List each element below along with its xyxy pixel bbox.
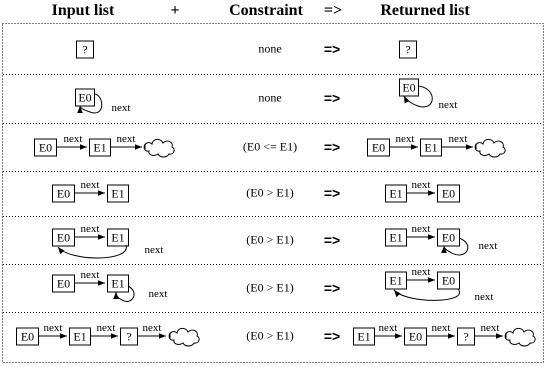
next-label: next [412,266,431,278]
row-4-input-e0-node-label: E0 [57,187,70,201]
row-7-implies: => [323,328,341,344]
row-3-constraint: (E0 <= E1) [242,139,298,154]
row-4-output-e0-node-label: E0 [442,187,455,201]
next-label: next [475,291,494,303]
row-2-input-self-arrow [77,93,103,114]
row-4-input-e1-node-label: E1 [111,187,124,201]
row-3-output-e1-node-label: E1 [424,141,437,155]
row-3-input-cloud [143,138,175,158]
header-plus: + [170,2,180,19]
next-label: next [81,179,100,191]
next-label: next [481,322,500,334]
row-6-output-back-arrow [393,288,460,301]
row-7-input-cloud [168,327,200,347]
next-label: next [81,223,100,235]
next-label: next [97,322,116,334]
next-label: next [112,102,131,114]
next-label: next [412,223,431,235]
next-label: next [117,133,136,145]
row-6-input-e0-node-label: E0 [57,277,70,291]
row-1-constraint: none [258,41,282,56]
next-label: next [479,240,498,252]
row-7-output-cloud [504,327,536,347]
next-label: next [149,288,168,300]
next-label: next [81,269,100,281]
table-frame [2,23,544,363]
row-3-input-e1-node-label: E1 [93,141,106,155]
row-6-input-e1-node-label: E1 [111,277,124,291]
row-6-implies: => [323,280,341,296]
next-label: next [143,322,162,334]
row-7-output-unknown-node-label: ? [463,330,468,344]
row-1-input-unknown-node [76,40,94,59]
next-label: next [449,133,468,145]
row-4-output-e0-node [437,184,460,203]
row-2-constraint: none [258,90,282,105]
row-4-output-e1-node-label: E1 [389,187,402,201]
row-2-input-e0-node-label: E0 [78,91,91,105]
row-7-input-e1-node-label: E1 [73,330,86,344]
row-6-output-e1-node-label: E1 [389,274,402,288]
next-label: next [44,322,63,334]
row-4-input-e1-node [107,184,129,203]
row-6-output-e0-node-label: E0 [442,274,455,288]
row-2-implies: => [323,90,341,106]
row-5-input-e1-node [107,228,129,247]
next-label: next [412,179,431,191]
next-label: next [432,322,451,334]
row-1-input-unknown-node-label: ? [82,43,87,57]
row-6-input-self-arrow [113,285,135,302]
row-5-output-e0-node [437,228,460,247]
row-7-input-unknown-node-label: ? [126,330,131,344]
row-5-implies: => [323,232,341,248]
row-7-output-e1-node-label: E1 [357,330,370,344]
row-7-output-e0-node-label: E0 [409,330,422,344]
row-1-implies: => [323,41,341,57]
row-5-input-e1-node-label: E1 [111,231,124,245]
row-5-input-e0-node-label: E0 [57,231,70,245]
next-label: next [379,322,398,334]
row-3-output-e0-node-label: E0 [372,141,385,155]
row-5-input-back-arrow [57,244,127,259]
row-5-constraint: (E0 > E1) [246,232,294,247]
header-implies: => [323,2,343,19]
next-label: next [145,244,164,256]
row-3-output-cloud [474,138,506,158]
row-1-output-unknown-node-label: ? [405,43,410,57]
row-5-output-e1-node-label: E1 [389,231,402,245]
row-3-input-e0-node-label: E0 [39,141,52,155]
row-7-constraint: (E0 > E1) [246,328,294,343]
next-label: next [439,99,458,111]
header-constraint: Constraint [229,2,303,19]
next-label: next [396,133,415,145]
row-3-implies: => [323,139,341,155]
row-5-output-e0-node-label: E0 [442,231,455,245]
row-2-input-e0-node [75,88,95,107]
next-label: next [64,133,83,145]
header-returned-list: Returned list [380,2,470,19]
row-6-constraint: (E0 > E1) [246,280,294,295]
row-2-output-self-arrow [403,85,433,108]
row-6-output-e0-node [437,271,460,290]
row-4-implies: => [323,185,341,201]
row-4-constraint: (E0 > E1) [246,185,294,200]
row-1-output-unknown-node [399,40,417,59]
header-input-list: Input list [51,2,115,19]
row-2-output-e0-node-label: E0 [402,81,415,95]
row-7-input-e0-node-label: E0 [21,330,34,344]
row-5-output-self-arrow [441,237,469,256]
